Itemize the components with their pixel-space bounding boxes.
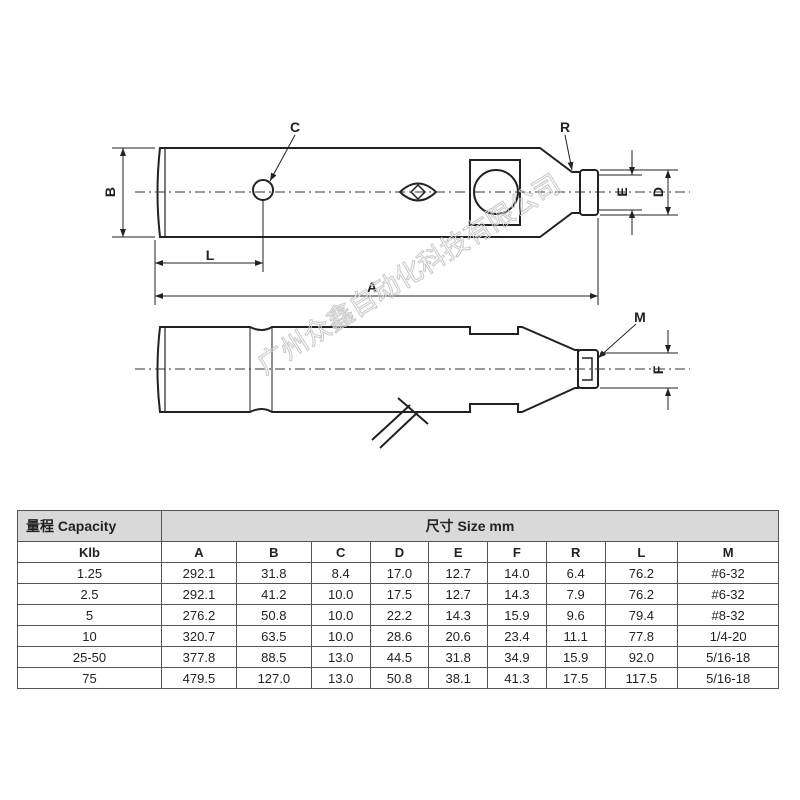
capacity-header: 量程 Capacity bbox=[17, 510, 162, 542]
size-cell: 10.0 bbox=[310, 625, 371, 647]
size-cell: 31.8 bbox=[235, 562, 312, 584]
size-cell: 76.2 bbox=[604, 583, 679, 605]
load-cell-drawing: B L A C R E D F M 广州众鑫自动化科技有限公司 bbox=[102, 119, 690, 449]
size-cell: 50.8 bbox=[235, 604, 312, 626]
size-cell: 5/16-18 bbox=[677, 646, 779, 668]
column-header-m: M bbox=[677, 541, 779, 563]
capacity-cell: 1.25 bbox=[17, 562, 162, 584]
column-header-r: R bbox=[545, 541, 606, 563]
size-cell: 11.1 bbox=[545, 625, 606, 647]
size-cell: 15.9 bbox=[545, 646, 606, 668]
size-cell: 12.7 bbox=[428, 562, 489, 584]
size-cell: 14.3 bbox=[428, 604, 489, 626]
size-cell: 17.0 bbox=[369, 562, 430, 584]
size-cell: 28.6 bbox=[369, 625, 430, 647]
capacity-cell: 2.5 bbox=[17, 583, 162, 605]
size-cell: 12.7 bbox=[428, 583, 489, 605]
size-cell: 377.8 bbox=[161, 646, 237, 668]
column-header-e: E bbox=[428, 541, 489, 563]
dim-label-l: L bbox=[206, 247, 215, 263]
dim-label-m: M bbox=[634, 309, 646, 325]
size-cell: 127.0 bbox=[235, 667, 312, 689]
size-cell: 5/16-18 bbox=[677, 667, 779, 689]
size-cell: 50.8 bbox=[369, 667, 430, 689]
size-cell: 320.7 bbox=[161, 625, 237, 647]
size-cell: 22.2 bbox=[369, 604, 430, 626]
size-cell: 63.5 bbox=[235, 625, 312, 647]
capacity-cell: 25-50 bbox=[17, 646, 162, 668]
side-view bbox=[156, 326, 599, 449]
size-cell: 20.6 bbox=[428, 625, 489, 647]
size-cell: 8.4 bbox=[310, 562, 371, 584]
size-cell: 117.5 bbox=[604, 667, 679, 689]
dim-label-f: F bbox=[650, 365, 666, 374]
size-cell: 41.3 bbox=[487, 667, 547, 689]
size-cell: 17.5 bbox=[545, 667, 606, 689]
capacity-cell: 10 bbox=[17, 625, 162, 647]
size-cell: 13.0 bbox=[310, 646, 371, 668]
watermark: 广州众鑫自动化科技有限公司 bbox=[252, 169, 566, 381]
size-cell: 38.1 bbox=[428, 667, 489, 689]
size-cell: 88.5 bbox=[235, 646, 312, 668]
size-cell: #8-32 bbox=[677, 604, 779, 626]
dim-label-b: B bbox=[102, 187, 118, 197]
size-cell: 479.5 bbox=[161, 667, 237, 689]
column-header-d: D bbox=[369, 541, 430, 563]
size-cell: 6.4 bbox=[545, 562, 606, 584]
dim-label-c: C bbox=[290, 119, 300, 135]
size-cell: 10.0 bbox=[310, 583, 371, 605]
column-header-a: A bbox=[161, 541, 237, 563]
size-cell: 14.3 bbox=[487, 583, 547, 605]
hole-c bbox=[252, 179, 274, 201]
column-header-c: C bbox=[310, 541, 371, 563]
size-cell: #6-32 bbox=[677, 583, 779, 605]
dim-label-a: A bbox=[367, 279, 377, 295]
dim-label-r: R bbox=[560, 119, 570, 135]
size-cell: 10.0 bbox=[310, 604, 371, 626]
column-header-l: L bbox=[604, 541, 679, 563]
size-cell: 92.0 bbox=[604, 646, 679, 668]
size-header: 尺寸 Size mm bbox=[161, 510, 779, 542]
size-cell: 41.2 bbox=[235, 583, 312, 605]
size-cell: 23.4 bbox=[487, 625, 547, 647]
size-cell: 77.8 bbox=[604, 625, 679, 647]
size-cell: 276.2 bbox=[161, 604, 237, 626]
cable bbox=[371, 397, 429, 449]
dim-label-d: D bbox=[650, 187, 666, 197]
size-cell: 17.5 bbox=[369, 583, 430, 605]
size-cell: 9.6 bbox=[545, 604, 606, 626]
size-cell: 34.9 bbox=[487, 646, 547, 668]
size-cell: 13.0 bbox=[310, 667, 371, 689]
unit-header: Klb bbox=[17, 541, 162, 563]
size-cell: 76.2 bbox=[604, 562, 679, 584]
size-cell: 31.8 bbox=[428, 646, 489, 668]
column-header-b: B bbox=[235, 541, 312, 563]
column-header-f: F bbox=[487, 541, 547, 563]
capacity-cell: 75 bbox=[17, 667, 162, 689]
capacity-cell: 5 bbox=[17, 604, 162, 626]
size-cell: 292.1 bbox=[161, 583, 237, 605]
size-cell: 7.9 bbox=[545, 583, 606, 605]
size-cell: 44.5 bbox=[369, 646, 430, 668]
dim-label-e: E bbox=[614, 187, 630, 196]
size-cell: 292.1 bbox=[161, 562, 237, 584]
size-cell: 1/4-20 bbox=[677, 625, 779, 647]
size-cell: 15.9 bbox=[487, 604, 547, 626]
size-cell: 14.0 bbox=[487, 562, 547, 584]
size-cell: 79.4 bbox=[604, 604, 679, 626]
size-cell: #6-32 bbox=[677, 562, 779, 584]
